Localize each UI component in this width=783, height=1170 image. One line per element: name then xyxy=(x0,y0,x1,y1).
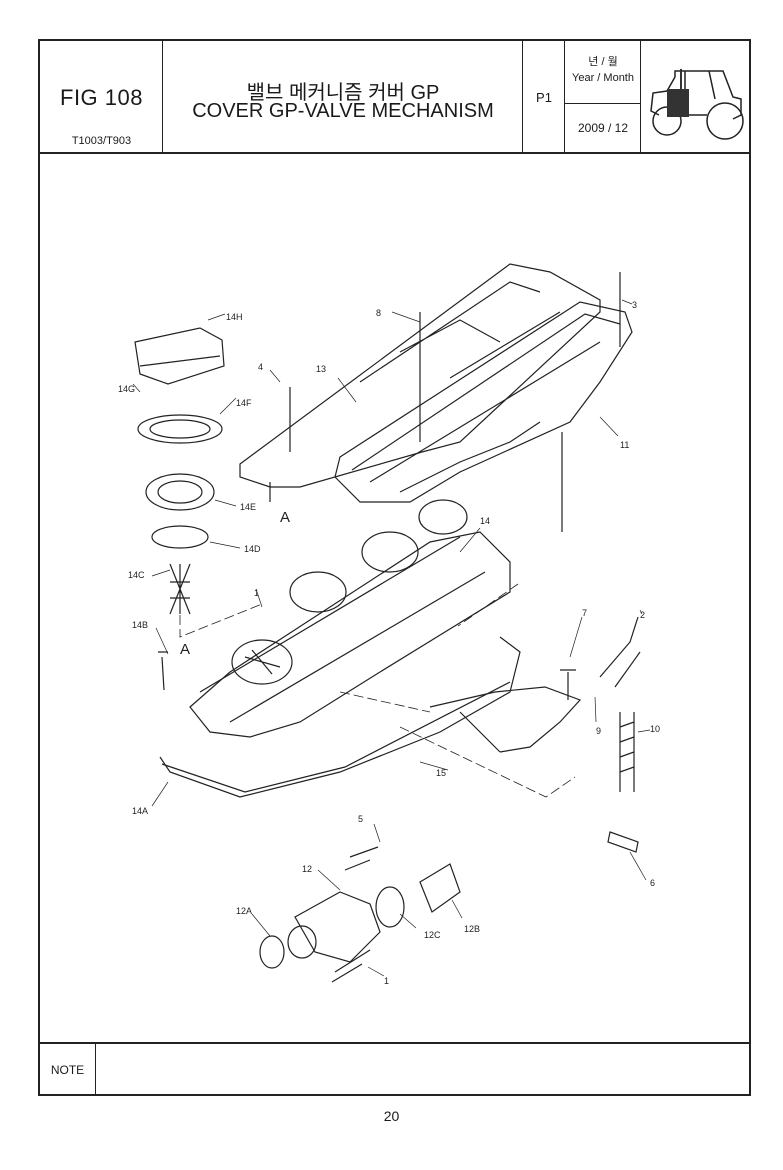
figure-cell: FIG 108 T1003/T903 xyxy=(40,41,163,152)
cover-13-outline xyxy=(239,263,601,488)
callout-2: 2 xyxy=(640,610,645,620)
date-cell: 년 / 월 Year / Month 2009 / 12 xyxy=(565,41,641,152)
callout-14f: 14F xyxy=(236,398,252,408)
page-ref-cell: P1 xyxy=(523,41,565,152)
gasket-14a-outline xyxy=(159,636,521,798)
callout-12c: 12C xyxy=(424,930,441,940)
exploded-parts-diagram: 14H 14G 14F 14E 14D 14C 14B 14A 4 13 8 3… xyxy=(40,152,749,1042)
callout-8: 8 xyxy=(376,308,381,318)
parts-sheet-frame: FIG 108 T1003/T903 밸브 메커니즘 커버 GP COVER G… xyxy=(38,39,751,1096)
callout-12b: 12B xyxy=(464,924,480,934)
callout-14d: 14D xyxy=(244,544,261,554)
date-value: 2009 / 12 xyxy=(577,121,629,135)
reference-mark-a-upper: A xyxy=(280,509,290,526)
model-code: T1003/T903 xyxy=(71,135,132,147)
callout-9: 9 xyxy=(596,726,601,736)
date-label-korean: 년 / 월 xyxy=(588,56,618,68)
reference-mark-a-lower: A xyxy=(180,641,190,658)
cap-14h-outline xyxy=(134,327,225,385)
callout-3: 3 xyxy=(632,300,637,310)
tractor-icon xyxy=(650,69,744,140)
figure-number: FIG 108 xyxy=(60,85,143,110)
title-english: COVER GP-VALVE MECHANISM xyxy=(192,100,494,122)
callout-1-lower: 1 xyxy=(384,976,389,986)
callout-14: 14 xyxy=(480,516,490,526)
callout-6: 6 xyxy=(650,878,655,888)
callout-7: 7 xyxy=(582,608,587,618)
sheet-header: FIG 108 T1003/T903 밸브 메커니즘 커버 GP COVER G… xyxy=(40,41,749,154)
title-korean: 밸브 메커니즘 커버 GP xyxy=(246,82,440,104)
callout-15: 15 xyxy=(436,768,446,778)
callout-4: 4 xyxy=(258,362,263,372)
cover-11-outline xyxy=(334,301,633,503)
callout-13: 13 xyxy=(316,364,326,374)
callout-14c: 14C xyxy=(128,570,145,580)
callout-14h: 14H xyxy=(226,312,243,322)
cover-14-outline xyxy=(189,531,511,738)
callout-10: 10 xyxy=(650,724,660,734)
callout-12: 12 xyxy=(302,864,312,874)
callout-14e: 14E xyxy=(240,502,256,512)
housing-12-outline xyxy=(294,891,381,963)
date-label: Year / Month xyxy=(572,72,634,84)
page-number: 20 xyxy=(383,1108,400,1124)
page-ref: P1 xyxy=(536,90,552,105)
callout-14b: 14B xyxy=(132,620,148,630)
date-divider xyxy=(565,103,641,104)
illustration-cell xyxy=(641,41,749,152)
callout-11: 11 xyxy=(620,440,629,450)
callout-14g: 14G xyxy=(118,384,135,394)
callout-12a: 12A xyxy=(236,906,252,916)
note-label: NOTE xyxy=(40,1044,96,1096)
callout-1-upper: 1 xyxy=(254,588,259,598)
callout-14a: 14A xyxy=(132,806,148,816)
title-cell: 밸브 메커니즘 커버 GP COVER GP-VALVE MECHANISM xyxy=(163,41,523,152)
note-section: NOTE xyxy=(40,1042,749,1096)
callout-5: 5 xyxy=(358,814,363,824)
